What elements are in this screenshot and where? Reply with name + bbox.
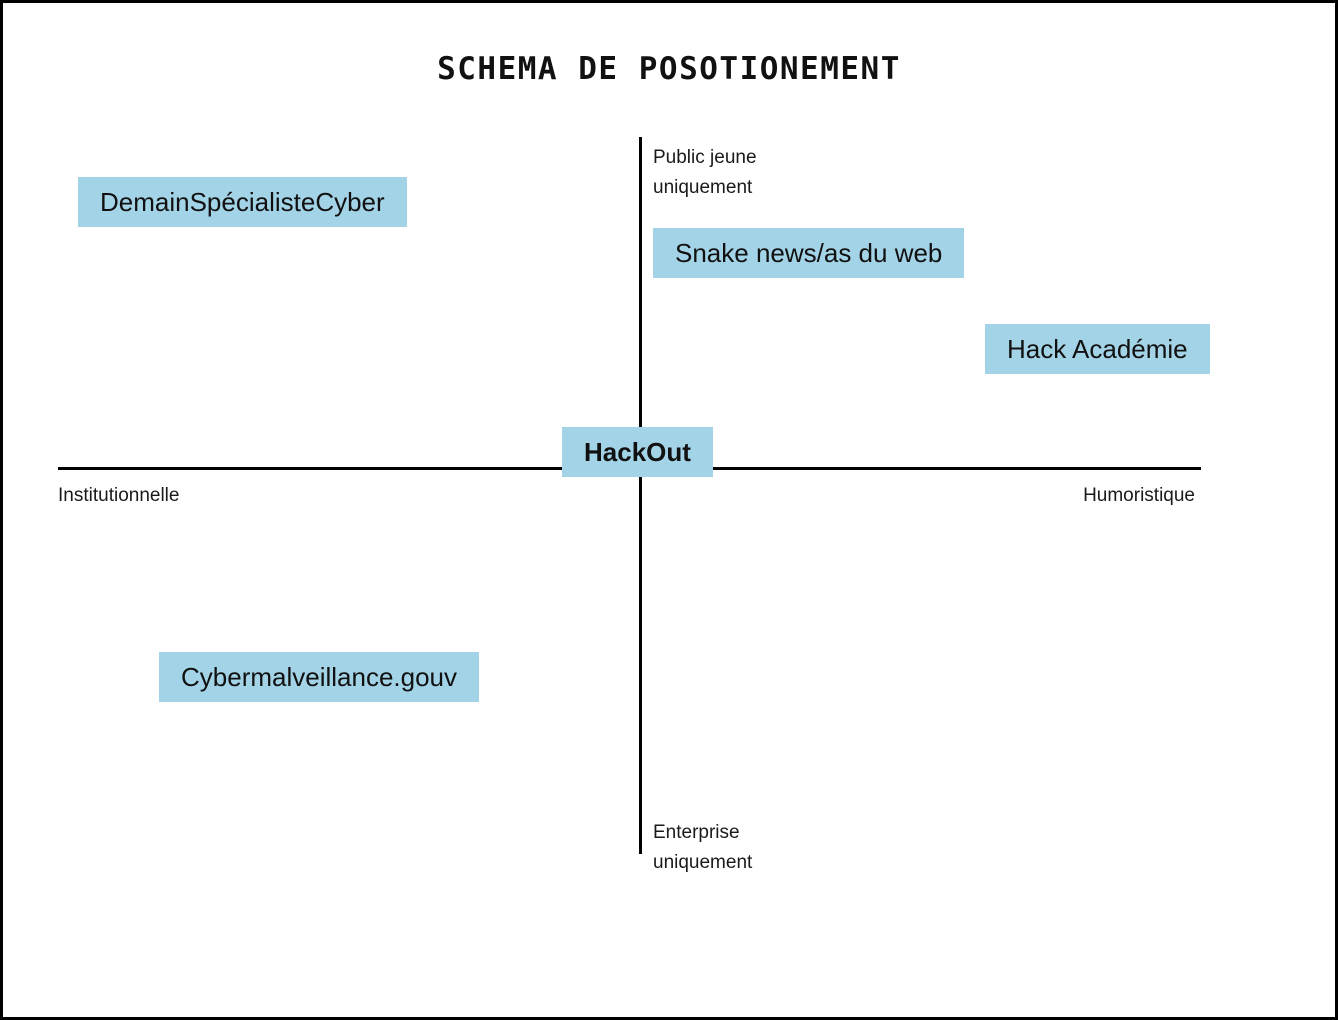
vertical-axis [639, 137, 642, 854]
axis-label-left: Institutionnelle [58, 485, 180, 506]
axis-label-top: Public jeune uniquement [653, 147, 757, 198]
page-title: SCHEMA DE POSOTIONEMENT [437, 51, 901, 87]
item-box-hack-academie: Hack Académie [985, 324, 1210, 374]
item-box-demainspecialistecyber: DemainSpécialisteCyber [78, 177, 407, 227]
item-box-snake-news: Snake news/as du web [653, 228, 965, 278]
axis-label-bottom: Enterprise uniquement [653, 822, 753, 873]
item-box-hackout: HackOut [562, 427, 713, 477]
item-box-cybermalveillance: Cybermalveillance.gouv [159, 652, 480, 702]
axis-label-right: Humoristique [1083, 485, 1195, 506]
